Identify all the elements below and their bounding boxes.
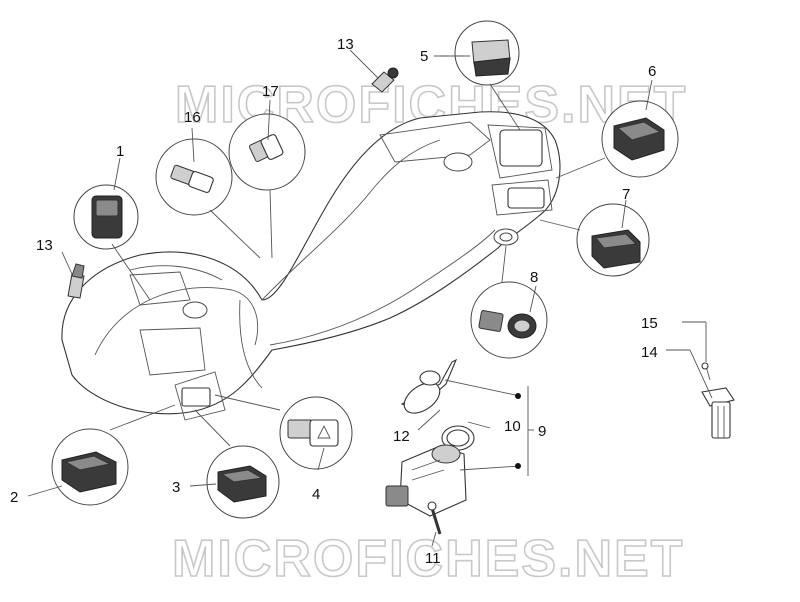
callout-10: 10 xyxy=(504,418,521,435)
callout-13-left: 13 xyxy=(36,237,53,254)
callout-2: 2 xyxy=(10,489,18,506)
ignition-lock-part-9 xyxy=(385,444,467,517)
callout-7: 7 xyxy=(622,186,630,203)
button-part-4 xyxy=(287,419,339,447)
watermark-bottom: MICROFICHES.NET xyxy=(172,530,684,588)
switch-part-7 xyxy=(591,229,641,269)
switch-part-1 xyxy=(91,195,123,239)
bracket-dot-top xyxy=(515,393,521,399)
switch-part-6 xyxy=(613,117,665,161)
connector-part-16 xyxy=(170,164,214,193)
handlebar-cover xyxy=(61,111,561,421)
ignition-keys-part-10 xyxy=(400,358,458,414)
callout-12: 12 xyxy=(393,428,410,445)
pin-switch-part-14 xyxy=(701,387,735,439)
cap-part-5 xyxy=(471,39,511,77)
switch-part-3 xyxy=(217,465,267,503)
callout-11: 11 xyxy=(425,550,441,567)
screw-part-15 xyxy=(701,362,711,381)
bulb-part-13-left xyxy=(67,263,85,299)
leader-lines xyxy=(27,49,713,547)
switch-part-2 xyxy=(61,451,117,493)
callout-4: 4 xyxy=(312,486,320,503)
callout-13-top: 13 xyxy=(337,36,354,53)
connector-part-17 xyxy=(249,134,284,162)
o-ring-part-12 xyxy=(441,425,475,451)
callout-5: 5 xyxy=(420,48,428,65)
callout-1: 1 xyxy=(116,143,124,160)
bracket-dot-bottom xyxy=(515,463,521,469)
callout-8: 8 xyxy=(530,269,538,286)
callout-15: 15 xyxy=(641,315,658,332)
callout-14: 14 xyxy=(641,344,658,361)
bulb-part-13-top xyxy=(371,67,399,93)
callout-3: 3 xyxy=(172,479,180,496)
callout-17: 17 xyxy=(262,83,279,100)
callout-6: 6 xyxy=(648,63,656,80)
screw-part-11 xyxy=(427,501,442,535)
callout-16: 16 xyxy=(184,109,201,126)
button-part-8 xyxy=(478,310,537,339)
callout-9: 9 xyxy=(538,423,546,440)
